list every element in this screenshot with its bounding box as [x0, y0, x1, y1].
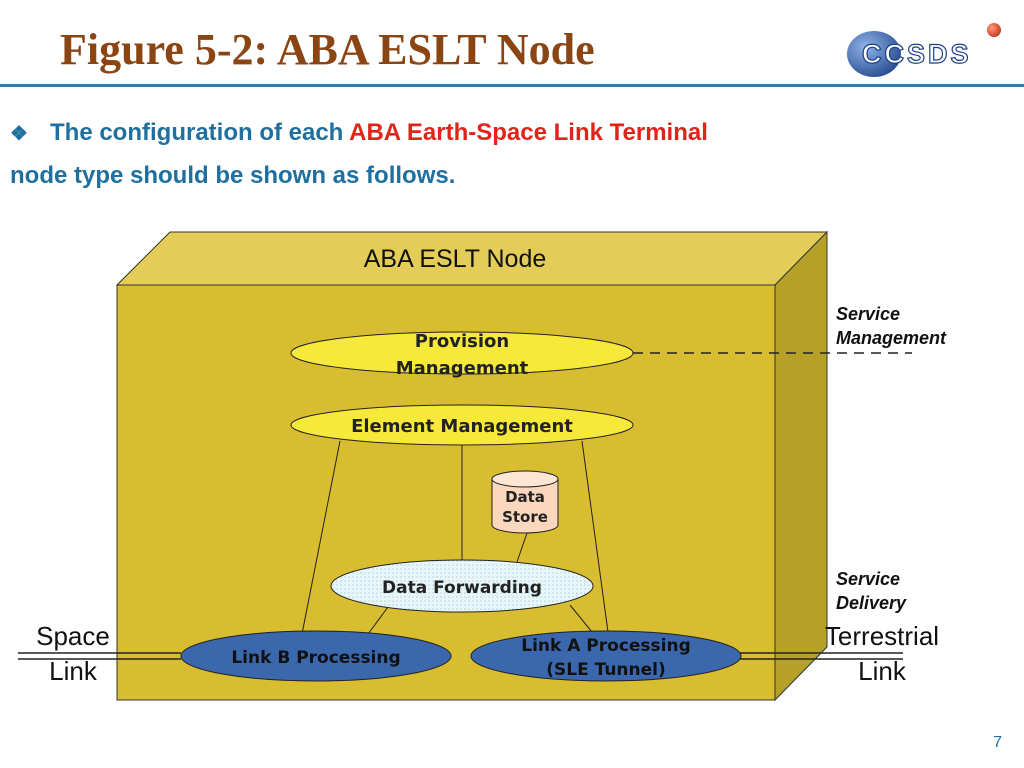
data-forwarding-label: Data Forwarding: [382, 578, 542, 598]
service-delivery-label-1: Service: [836, 569, 900, 589]
logo-dot-icon: [987, 23, 1001, 37]
title-divider: [0, 84, 1024, 87]
element-management-label: Element Management: [351, 416, 573, 437]
provision-management-node: Provision Management: [290, 331, 634, 379]
slide-title: Figure 5-2: ABA ESLT Node: [60, 25, 595, 74]
line-store-to-forwarding: [516, 532, 528, 563]
space-link-lines: [18, 652, 181, 660]
service-management-label-2: Management: [836, 328, 947, 348]
terrestrial-link-label-2: Link: [858, 656, 907, 686]
provision-management-label-1: Provision: [415, 331, 509, 352]
link-a-processing-node: Link A Processing (SLE Tunnel): [470, 630, 742, 682]
logo-text: CCSDS: [862, 39, 972, 69]
logo-globe-icon: [847, 31, 901, 77]
service-management-label-1: Service: [836, 304, 900, 324]
bullet-highlight: ABA Earth-Space Link Terminal: [349, 119, 708, 146]
service-delivery-label-2: Delivery: [836, 593, 907, 613]
line-element-to-link-a: [581, 440, 609, 633]
data-store-label-1: Data: [505, 488, 545, 506]
terrestrial-link-label-1: Terrestrial: [825, 621, 939, 651]
link-a-processing-label-2: (SLE Tunnel): [546, 660, 666, 680]
bullet-text-start: The configuration of each: [50, 119, 350, 146]
link-a-processing-label-1: Link A Processing: [521, 636, 691, 656]
line-element-to-link-b: [301, 440, 341, 635]
diamond-bullet-icon: ❖: [10, 123, 28, 145]
connector-lines: [301, 440, 609, 635]
data-forwarding-node: Data Forwarding: [330, 559, 594, 613]
terrestrial-link-lines: [740, 652, 903, 660]
data-store-node: Data Store: [491, 470, 559, 534]
node-box-title: ABA ESLT Node: [364, 245, 547, 273]
element-management-node: Element Management: [290, 404, 634, 446]
page-number: 7: [993, 734, 1002, 751]
line-forwarding-to-link-b: [367, 606, 389, 635]
link-b-processing-label: Link B Processing: [231, 648, 400, 668]
data-store-label-2: Store: [502, 508, 548, 526]
bullet-text-end: node type should be shown as follows.: [10, 162, 456, 189]
link-b-processing-node: Link B Processing: [180, 630, 452, 682]
provision-management-label-2: Management: [396, 358, 529, 379]
ccsds-logo: CCSDS: [847, 23, 1001, 77]
bullet-point: ❖ The configuration of each ABA Earth-Spa…: [10, 112, 890, 197]
space-link-label-2: Link: [49, 656, 98, 686]
line-forwarding-to-link-a: [569, 604, 593, 633]
space-link-label-1: Space: [36, 621, 110, 651]
node-box-side: [774, 230, 828, 702]
